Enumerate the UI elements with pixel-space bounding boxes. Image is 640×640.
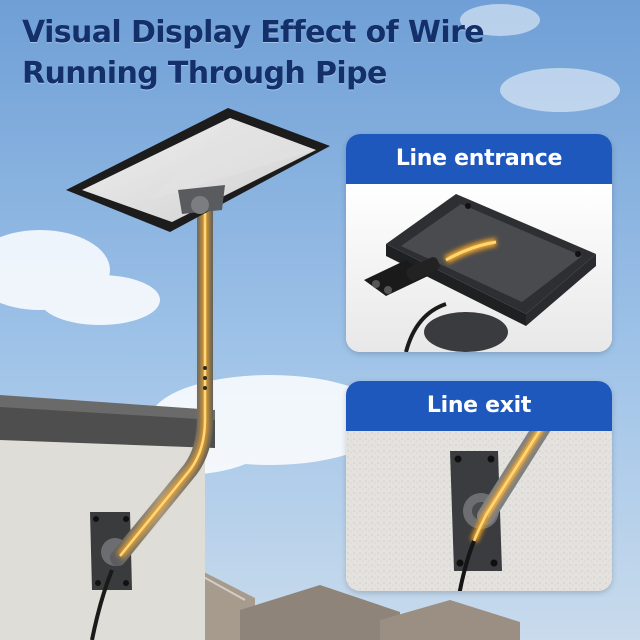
line-exit-panel: Line exit [346, 381, 612, 591]
line-entrance-panel: Line entrance [346, 134, 612, 352]
line-entrance-image [346, 184, 612, 352]
headline-line-2: Running Through Pipe [22, 56, 387, 91]
line-exit-label: Line exit [346, 381, 612, 431]
headline-line-1: Visual Display Effect of Wire [22, 15, 485, 50]
headline: Visual Display Effect of Wire Running Th… [22, 12, 485, 94]
line-exit-image [346, 431, 612, 591]
line-entrance-label: Line entrance [346, 134, 612, 184]
